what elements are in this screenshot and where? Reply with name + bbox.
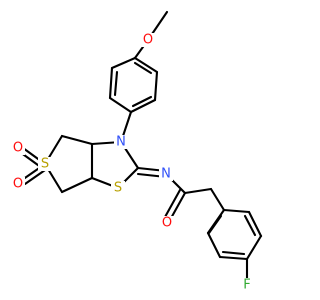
atom-labels: O S O O N S N O F — [11, 33, 254, 293]
background — [0, 0, 300, 300]
bond-co-a — [168, 191, 187, 222]
molecule-structure-diagram: O S O O N S N O F — [0, 0, 300, 300]
bond-ar2-3 — [218, 255, 249, 261]
bond-ch2-aryl — [209, 187, 226, 212]
atom-sulfone-sulfur: S — [41, 157, 49, 172]
bond-ar2-4 — [245, 234, 263, 261]
bond-ar2-1-inner — [207, 214, 223, 235]
bond-ar1-1 — [110, 56, 137, 70]
atom-ring-nitrogen: N — [116, 135, 126, 150]
bond-ar1-5 — [153, 70, 159, 102]
bond-co-b — [163, 188, 182, 219]
atom-sulfone-oxygen-top: O — [13, 141, 23, 156]
bond-ar2-3-inner — [221, 250, 246, 256]
bond-ar1-2 — [108, 66, 114, 100]
bond-ar1-4 — [129, 98, 157, 114]
atom-ring-sulfur: S — [114, 181, 122, 196]
bond-c-ch2 — [183, 187, 213, 195]
bond-ar2-5-inner — [243, 214, 257, 237]
bond-ar2-5 — [247, 210, 263, 238]
bond-ar1-6-inner — [133, 61, 153, 75]
atom-fluorine: F — [243, 278, 250, 293]
bond-ar1-4-inner — [131, 95, 153, 108]
bond-ar1-3 — [108, 96, 133, 114]
atom-sulfone-oxygen-bottom: O — [13, 177, 23, 192]
bond-ch2b-c6a — [60, 176, 94, 194]
atom-carbonyl-oxygen: O — [162, 216, 172, 231]
bond-ar2-6 — [222, 208, 251, 214]
bond-ar1-2-inner — [113, 70, 119, 97]
bonds — [18, 10, 263, 284]
bond-c3a-ch2 — [60, 134, 94, 146]
atom-methoxy-oxygen: O — [143, 33, 153, 48]
atom-imine-nitrogen: N — [161, 167, 171, 182]
bond-ar2-2 — [206, 231, 222, 259]
bond-ar1-6 — [133, 56, 159, 74]
